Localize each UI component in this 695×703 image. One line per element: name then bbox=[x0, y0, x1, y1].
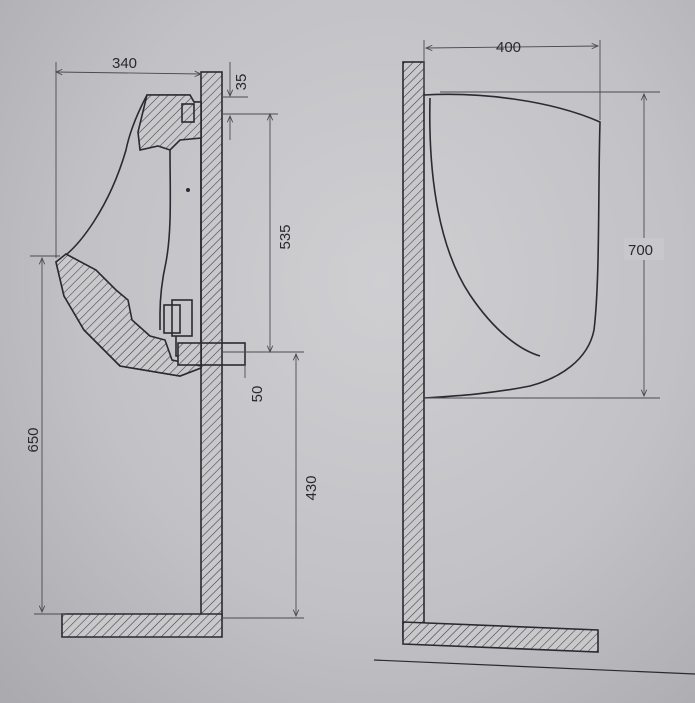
front-wall bbox=[402, 61, 425, 638]
dim-label-outlet-pipe: 50 bbox=[249, 386, 266, 403]
dim-line-340 bbox=[56, 72, 201, 74]
front-floor bbox=[402, 621, 599, 653]
front-view: 400 700 bbox=[373, 39, 695, 675]
dim-label-700-bg bbox=[624, 238, 664, 260]
dim-line-400 bbox=[426, 46, 598, 48]
side-top-block bbox=[137, 94, 202, 151]
dim-label-height: 700 bbox=[628, 242, 653, 259]
dim-label-rim-height: 650 bbox=[25, 427, 42, 452]
side-inner-curve bbox=[159, 149, 172, 330]
dim-label-top-offset: 35 bbox=[233, 74, 250, 91]
dim-label-inlet-outlet: 535 bbox=[277, 224, 294, 249]
ground-line bbox=[373, 659, 695, 675]
front-inner-curve bbox=[428, 97, 541, 357]
side-bowl-wall bbox=[55, 253, 202, 377]
side-view: 340 35 535 50 430 650 bbox=[25, 55, 320, 638]
dim-label-outlet-height: 430 bbox=[303, 475, 320, 500]
dim-label-width: 400 bbox=[496, 39, 521, 56]
front-urinal-outline bbox=[423, 93, 601, 399]
side-wall bbox=[200, 71, 223, 618]
side-flush-inlet bbox=[181, 103, 195, 123]
side-outlet-seal bbox=[177, 342, 202, 366]
dim-label-depth: 340 bbox=[112, 55, 137, 72]
side-trap-outer bbox=[171, 299, 193, 337]
side-fixing-hole bbox=[186, 188, 190, 192]
side-floor bbox=[61, 613, 223, 638]
